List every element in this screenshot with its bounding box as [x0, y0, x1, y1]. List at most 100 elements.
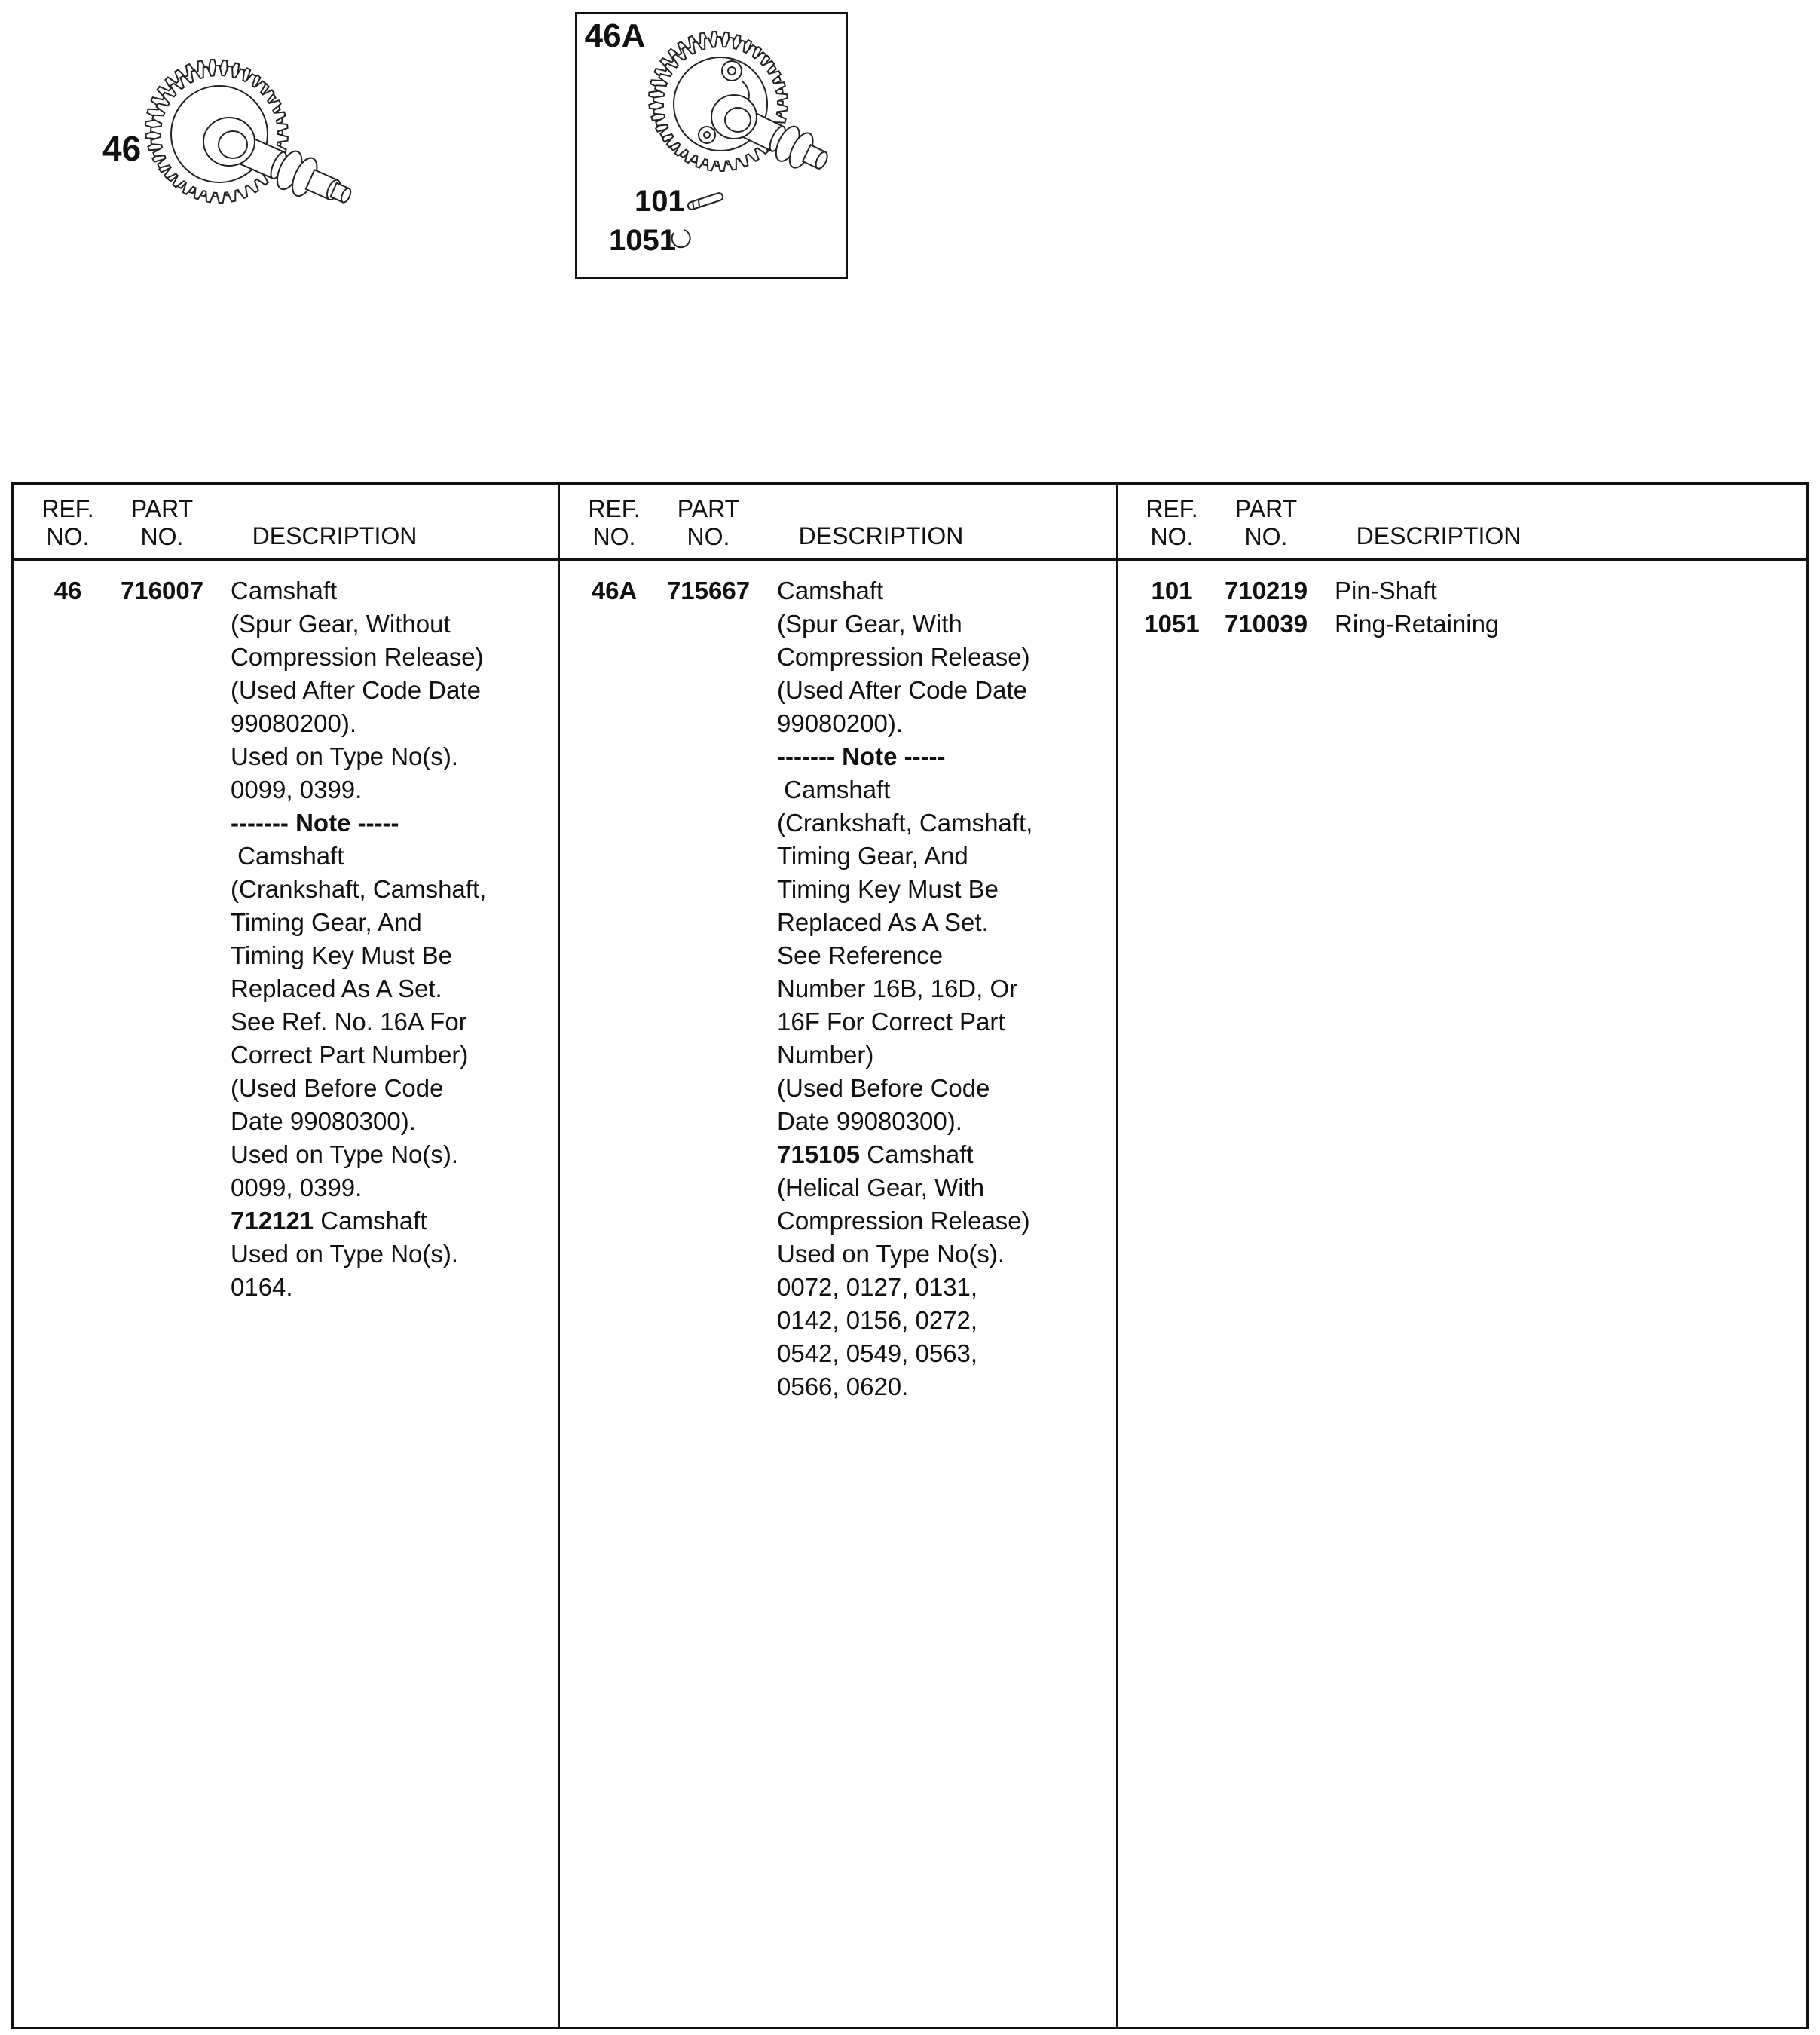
description-line: Compression Release)	[777, 643, 1030, 671]
description-line: See Reference	[777, 941, 944, 969]
figure-label-1051: 1051	[609, 224, 676, 257]
part-no-header: PART NO.	[1217, 495, 1315, 551]
description-line: Used on Type No(s).	[777, 1240, 1005, 1268]
gear-hub-bore	[724, 107, 751, 133]
part-header-line1: PART	[677, 495, 740, 522]
description-header: DESCRIPTION	[798, 522, 964, 549]
description-line: Used on Type No(s).	[231, 1240, 459, 1268]
description-line: Timing Key Must Be	[777, 875, 999, 903]
description-line: Ring-Retaining	[1335, 610, 1500, 638]
figure-label-46: 46	[102, 129, 142, 168]
camshaft-shaft	[237, 136, 352, 204]
description-line: Date 99080300).	[777, 1107, 962, 1135]
description-line: Date 99080300).	[231, 1107, 416, 1135]
description-line: (Crankshaft, Camshaft,	[231, 875, 487, 903]
description-header: DESCRIPTION	[252, 522, 418, 549]
description-line: (Spur Gear, Without	[231, 610, 451, 638]
description-line: Camshaft	[231, 842, 344, 870]
pin-shaft-illustration	[687, 192, 724, 210]
description-line: Number)	[777, 1041, 874, 1069]
table-header: REF. NO. PART NO. DESCRIPTION	[14, 485, 558, 561]
description-line: Compression Release)	[231, 643, 484, 671]
description-line: 715105 Camshaft	[777, 1140, 974, 1168]
description-line: Replaced As A Set.	[777, 908, 989, 936]
description-line: ------- Note -----	[231, 809, 399, 837]
description-line: Camshaft	[777, 776, 891, 803]
description-cell: Pin-Shaft	[1315, 574, 1797, 607]
part-header-line1: PART	[130, 495, 194, 522]
description-line: 0142, 0156, 0272,	[777, 1306, 978, 1334]
part-no-header: PART NO.	[659, 495, 757, 551]
figure-label-101: 101	[635, 185, 685, 218]
description-line: 99080200).	[777, 709, 903, 737]
compression-release-pin	[703, 131, 711, 139]
description-line: Used on Type No(s).	[231, 742, 459, 770]
description-line: (Helical Gear, With	[777, 1174, 985, 1201]
description-line: Used on Type No(s).	[231, 1140, 459, 1168]
description-line: 0566, 0620.	[777, 1372, 909, 1400]
description-line: (Used Before Code	[777, 1074, 990, 1102]
description-line: Timing Gear, And	[231, 908, 422, 936]
part-header-line2: NO.	[140, 523, 184, 550]
description-line: Timing Gear, And	[777, 842, 968, 870]
description-cell: Ring-Retaining	[1315, 607, 1797, 641]
description-line: 712121 Camshaft	[231, 1207, 427, 1235]
part-header-line1: PART	[1234, 495, 1298, 522]
description-line: 0072, 0127, 0131,	[777, 1273, 978, 1301]
camshaft-46a-illustration	[648, 30, 828, 249]
ref-no-value: 101	[1151, 577, 1193, 604]
description-line: 0099, 0399.	[231, 1174, 362, 1201]
ref-header-line2: NO.	[1150, 523, 1194, 550]
description-line: (Used Before Code	[231, 1074, 444, 1102]
description-line: ------- Note -----	[777, 742, 946, 770]
part-no-value: 716007	[120, 577, 204, 604]
description-header: DESCRIPTION	[1356, 522, 1522, 549]
ref-no-value: 46A	[591, 577, 638, 604]
description-line: Camshaft	[231, 577, 338, 604]
ref-header-line2: NO.	[592, 523, 636, 550]
description-line: (Used After Code Date	[777, 676, 1027, 704]
parts-entry-row: 1051 710039 Ring-Retaining	[1134, 607, 1797, 641]
table-header: REF. NO. PART NO. DESCRIPTION	[560, 485, 1116, 561]
description-line: Camshaft	[777, 577, 884, 604]
description-line: (Crankshaft, Camshaft,	[777, 809, 1033, 837]
ref-no-value: 46	[54, 577, 82, 604]
description-line: 0099, 0399.	[231, 776, 362, 803]
description-line: (Spur Gear, With	[777, 610, 962, 638]
description-line: Compression Release)	[777, 1207, 1030, 1235]
ref-header-line1: REF.	[1146, 495, 1198, 522]
description-line: Number 16B, 16D, Or	[777, 975, 1018, 1002]
compression-release-pivot	[727, 66, 736, 75]
description-line: Correct Part Number)	[231, 1041, 469, 1069]
ref-header-line1: REF.	[41, 495, 94, 522]
figure-box-46a: 46A 101 1051	[575, 12, 848, 279]
ref-no-header: REF. NO.	[30, 495, 106, 551]
ref-header-line1: REF.	[588, 495, 641, 522]
ref-no-value: 1051	[1144, 610, 1200, 638]
description-line: 16F For Correct Part	[777, 1008, 1005, 1036]
part-no-value: 710039	[1224, 610, 1308, 638]
ref-no-header: REF. NO.	[577, 495, 652, 551]
retaining-ring-illustration	[671, 229, 691, 249]
camshaft-shaft	[740, 111, 828, 170]
part-header-line2: NO.	[687, 523, 730, 550]
description-line: 0164.	[231, 1273, 293, 1301]
part-no-header: PART NO.	[113, 495, 211, 551]
description-line: 0542, 0549, 0563,	[777, 1339, 978, 1367]
ref-no-header: REF. NO.	[1134, 495, 1210, 551]
description-line: Timing Key Must Be	[231, 941, 453, 969]
gear-hub-bore	[218, 130, 248, 159]
description-line: 99080200).	[231, 709, 356, 737]
description-line: Replaced As A Set.	[231, 975, 442, 1002]
